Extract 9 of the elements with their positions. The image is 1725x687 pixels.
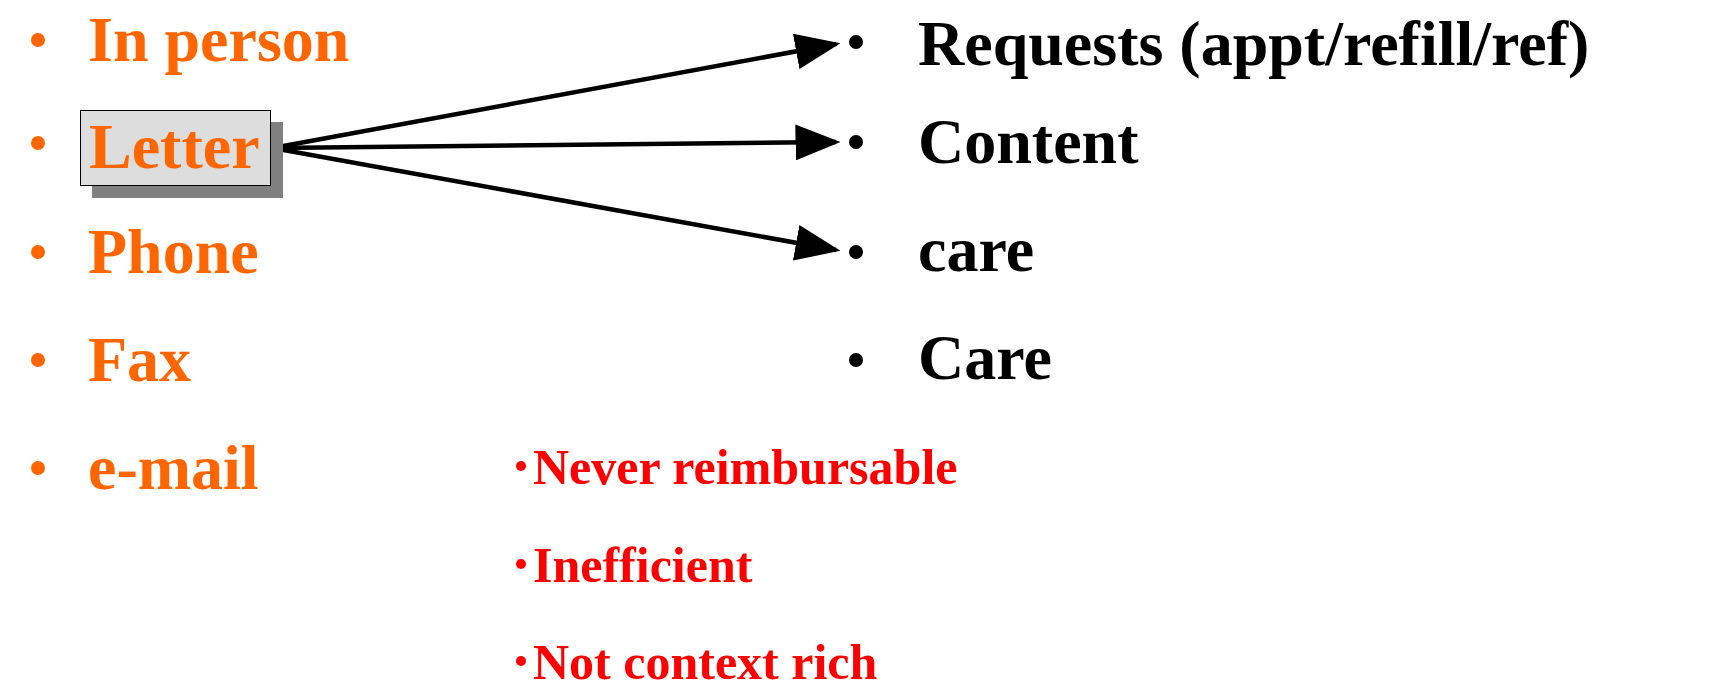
list-item: Phone [88,220,259,284]
list-item: Inefficient [533,540,753,590]
list-item: Not context rich [533,637,878,687]
list-item: Fax [88,328,192,392]
list-item: Content [918,110,1139,174]
list-item: Care [918,326,1052,390]
list-item: Never reimbursable [533,442,958,492]
list-item: e-mail [88,436,259,500]
list-item: care [918,218,1035,282]
